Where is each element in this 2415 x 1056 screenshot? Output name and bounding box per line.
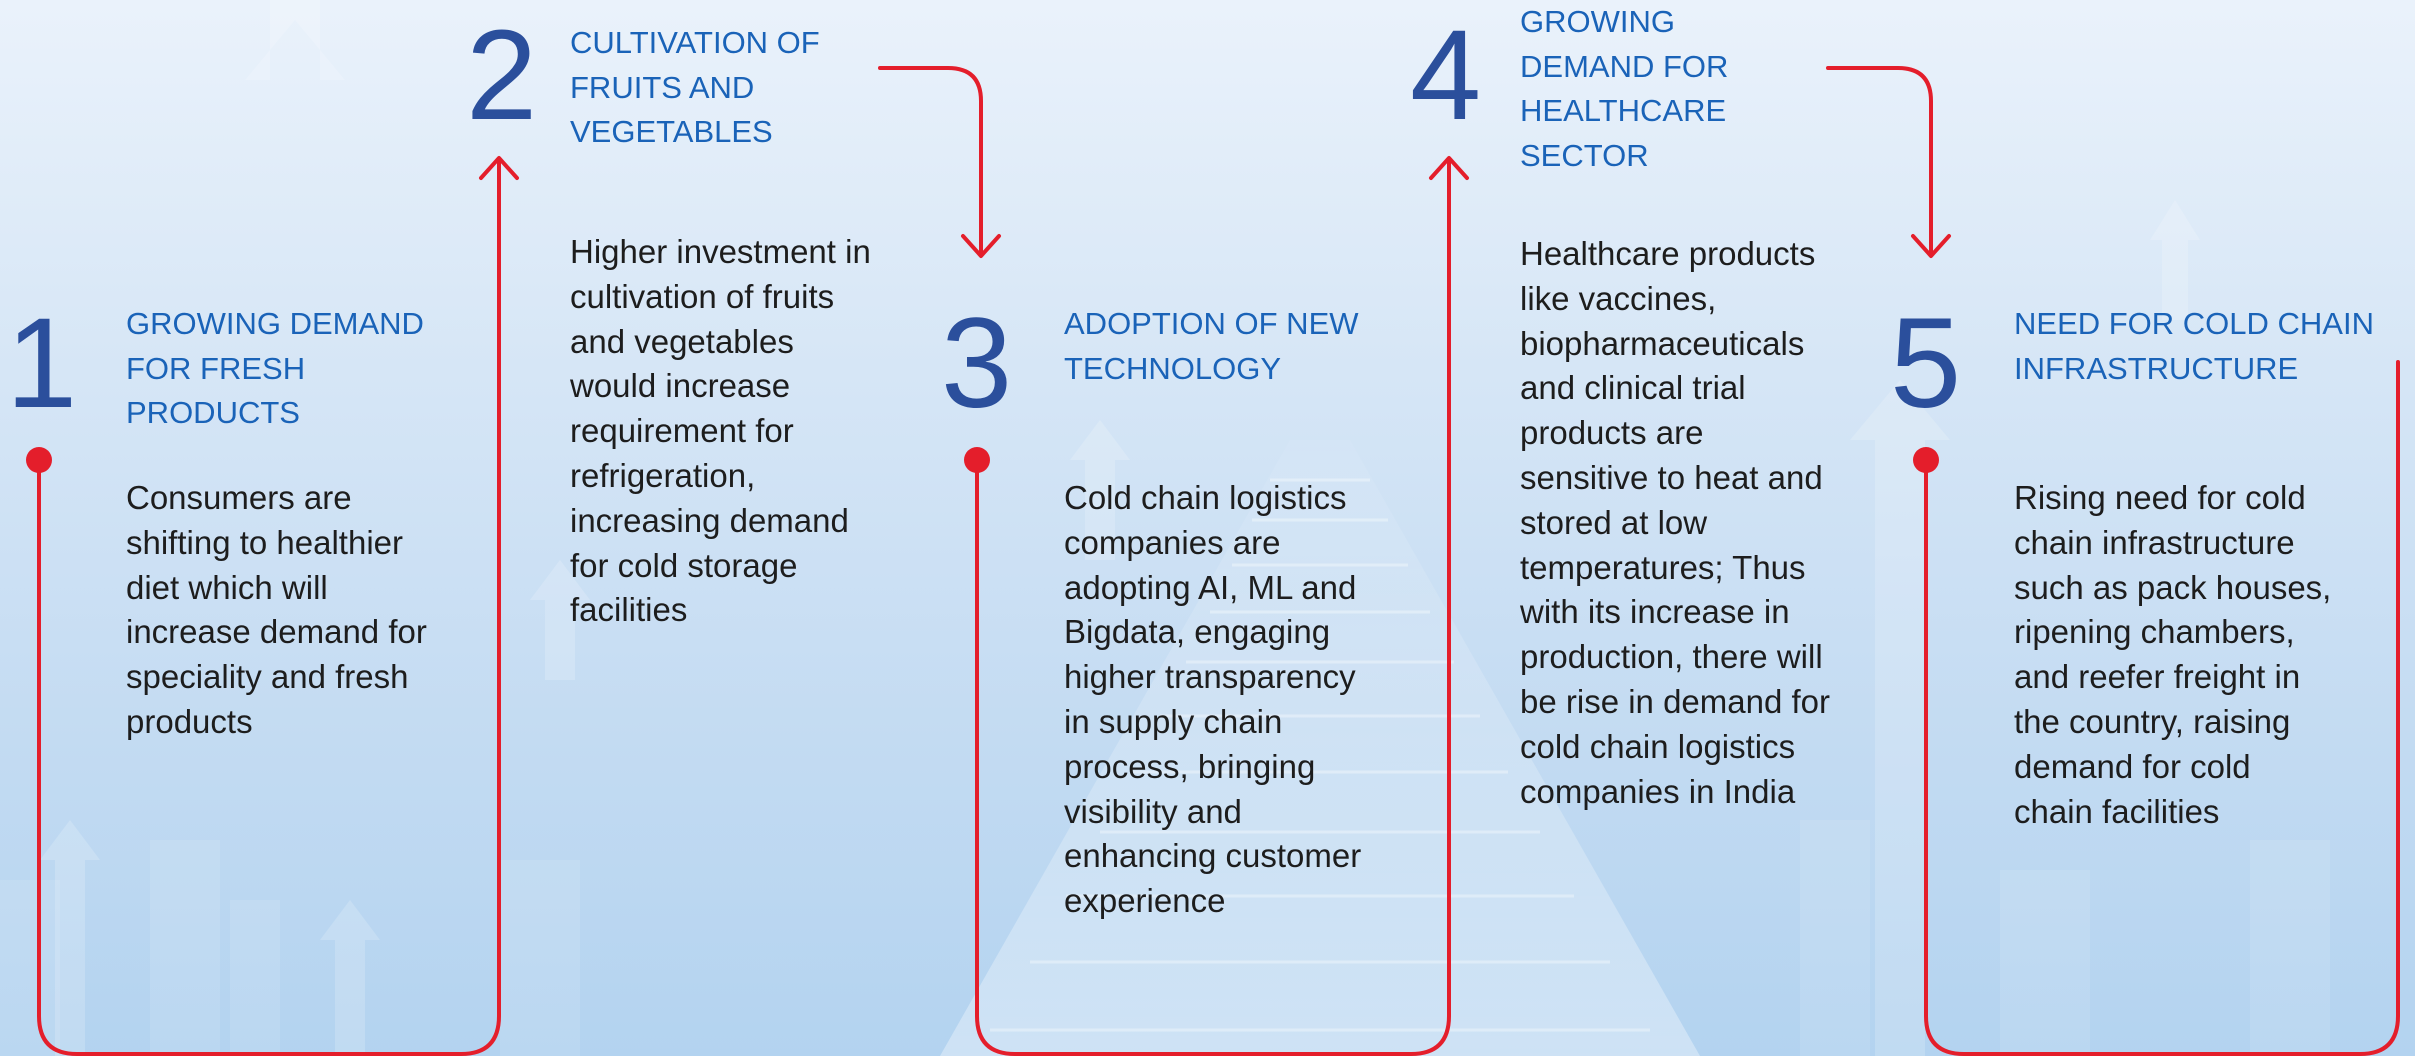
arrowhead-down-3 [961, 234, 1001, 258]
connector-4-to-5 [1826, 66, 1933, 256]
step-number: 2 [466, 4, 538, 147]
step-body: Consumers are shifting to healthier diet… [126, 479, 427, 740]
step-number: 5 [1890, 292, 1962, 435]
step-heading: NEED FOR COLD CHAIN INFRASTRUCTURE [2014, 306, 2374, 386]
arrowhead-up-2 [479, 156, 519, 180]
connector-1-to-2 [37, 158, 501, 1056]
arrowhead-up-4 [1429, 156, 1469, 180]
step-body: Rising need for cold chain infrastructur… [2014, 479, 2332, 830]
step-number: 1 [6, 292, 78, 435]
step-heading: GROWING DEMAND FOR FRESH PRODUCTS [126, 306, 424, 430]
step-body: Cold chain logistics companies are adopt… [1064, 479, 1362, 920]
start-dot-5 [1913, 447, 1939, 473]
step-number: 4 [1410, 4, 1482, 147]
start-dot-3 [964, 447, 990, 473]
connector-2-to-3 [878, 66, 983, 256]
step-body: Higher investment in cultivation of frui… [570, 233, 871, 629]
connector-5-out [1924, 360, 2400, 1056]
step-body: Healthcare products like vaccines, bioph… [1520, 235, 1831, 810]
step-heading: CULTIVATION OF FRUITS AND VEGETABLES [570, 25, 820, 149]
step-heading: GROWING DEMAND FOR HEALTHCARE SECTOR [1520, 4, 1729, 173]
start-dot-1 [26, 447, 52, 473]
step-heading: ADOPTION OF NEW TECHNOLOGY [1064, 306, 1359, 386]
connector-3-to-4 [975, 158, 1451, 1056]
step-number: 3 [941, 292, 1013, 435]
arrowhead-down-5 [1911, 234, 1951, 258]
